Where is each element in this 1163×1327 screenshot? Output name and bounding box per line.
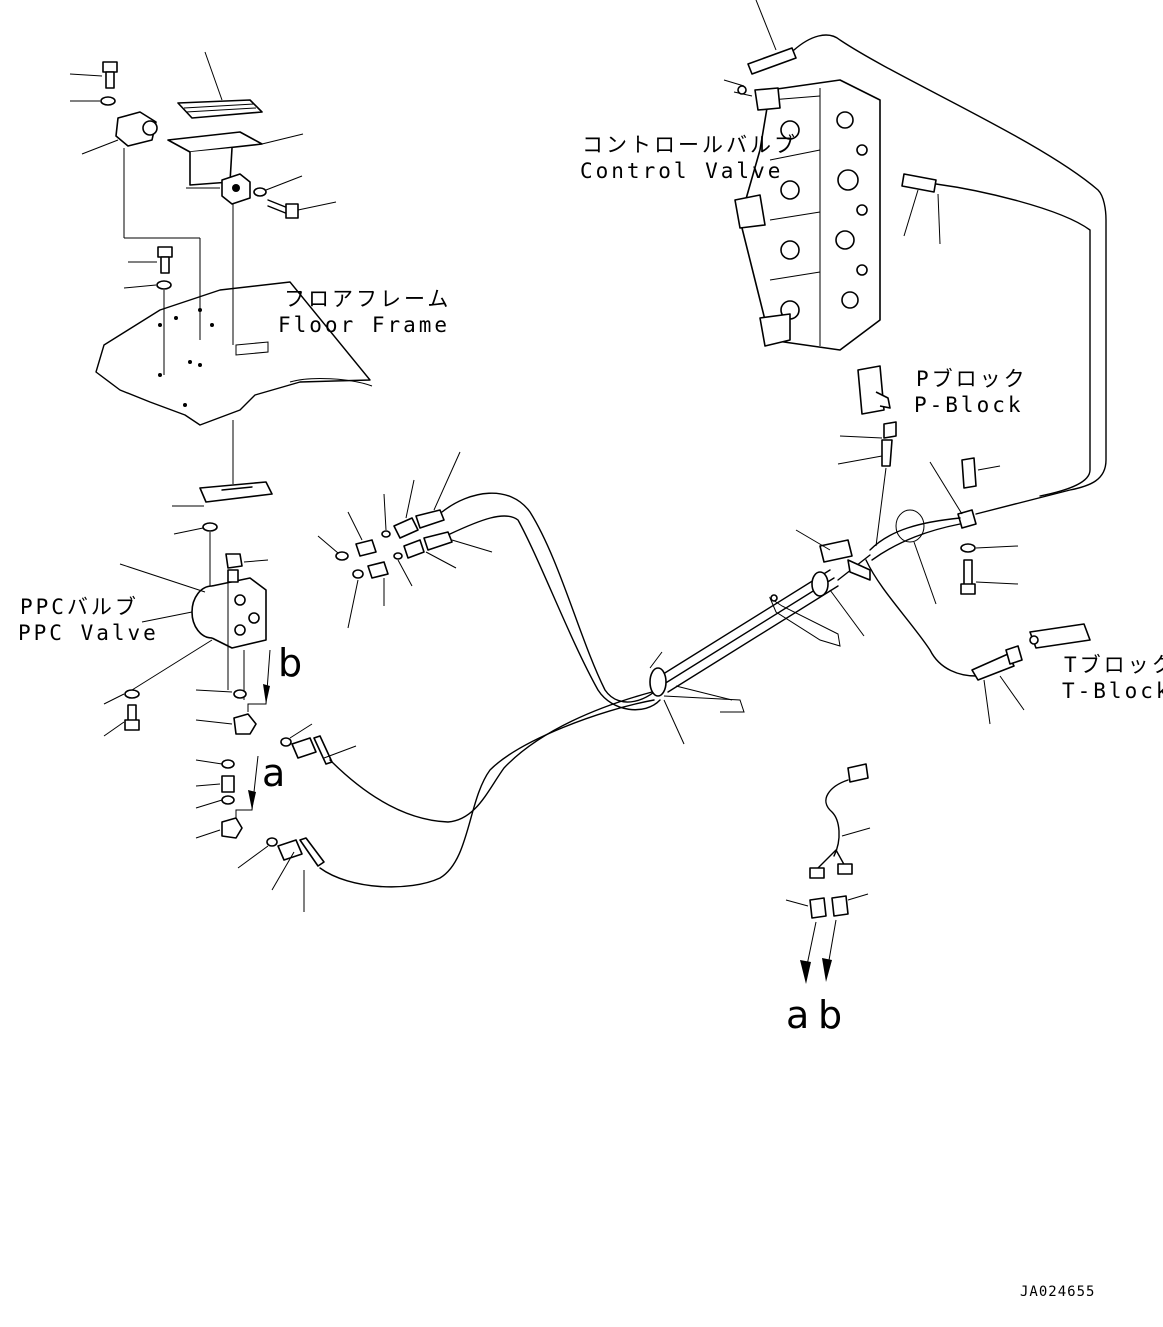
p-block-label-en: P-Block (914, 393, 1024, 417)
arrow-b-lower (822, 919, 837, 982)
washer-ppc-bottom (103, 689, 140, 705)
ppc-valve-label-en: PPC Valve (18, 621, 159, 645)
arrow-a-lower (800, 921, 817, 984)
damper-block (186, 173, 251, 205)
pedal-assembly (69, 51, 337, 375)
drawing-code: JA024655 (1020, 1284, 1095, 1300)
pressure-switch-b (831, 893, 869, 917)
junction-tag (795, 529, 871, 581)
elbow-lower (195, 817, 243, 839)
arrow-b-upper (247, 649, 271, 712)
elbow-upper (195, 713, 257, 735)
tee-fitting-cluster (865, 457, 1019, 677)
floor-frame: フロアフレーム Floor Frame (95, 281, 451, 426)
plug-fitting (195, 775, 235, 793)
pedal-bracket (81, 111, 158, 155)
t-block-label-jp: Tブロック (1064, 653, 1163, 677)
bolt-pedal-right (267, 199, 337, 219)
washer-ppc-top (173, 522, 218, 535)
pedal-plate (167, 131, 304, 186)
clamp-right (768, 571, 865, 647)
marker-b-lower: b (818, 993, 842, 1037)
hose-end-upper-1 (393, 451, 461, 539)
nut-ppc (225, 553, 269, 569)
ppc-valve-label-jp: PPCバルブ (20, 595, 139, 619)
clamp-left (649, 651, 745, 745)
washer-top-left (70, 96, 116, 106)
pressure-switch-harness: a b (785, 763, 871, 1037)
marker-b-upper: b (278, 641, 302, 685)
hose-fittings-lower (237, 723, 357, 912)
t-block: Tブロック T-Block (971, 623, 1163, 725)
bolt-mid-left (128, 246, 173, 274)
hose-end-lower-2 (271, 837, 325, 912)
hose-fittings-upper (317, 451, 493, 629)
p-block: Pブロック P-Block (837, 365, 1028, 547)
adapter-upper (347, 511, 377, 557)
hose-end-lower-1 (291, 735, 357, 765)
adapter-lower (367, 561, 389, 606)
marker-a-upper: a (262, 751, 285, 795)
marker-a-lower: a (786, 993, 809, 1037)
control-valve: コントロールバルブ Control Valve (580, 79, 881, 351)
arrow-a-upper (235, 755, 259, 818)
washer-pedal-right (253, 175, 303, 197)
hose-end-upper-2 (403, 531, 493, 569)
floor-frame-label-jp: フロアフレーム (284, 287, 451, 311)
control-valve-label-en: Control Valve (580, 159, 783, 183)
washer-mid-left (123, 280, 172, 290)
ppc-valve-body (119, 563, 267, 650)
floor-frame-label-en: Floor Frame (278, 313, 450, 337)
pressure-switch-a (785, 897, 827, 919)
control-valve-hoses (747, 0, 1107, 515)
p-block-label-jp: Pブロック (916, 367, 1028, 391)
ppc-valve-assembly: PPCバルブ PPC Valve (18, 420, 302, 839)
boot-plate (172, 481, 273, 507)
hose-routes (319, 492, 871, 888)
bolt-top-left (69, 61, 118, 89)
bolt-ppc-bottom (103, 704, 140, 737)
pedal-pad (177, 51, 263, 119)
t-block-label-en: T-Block (1062, 679, 1163, 703)
control-valve-label-jp: コントロールバルブ (582, 133, 798, 157)
